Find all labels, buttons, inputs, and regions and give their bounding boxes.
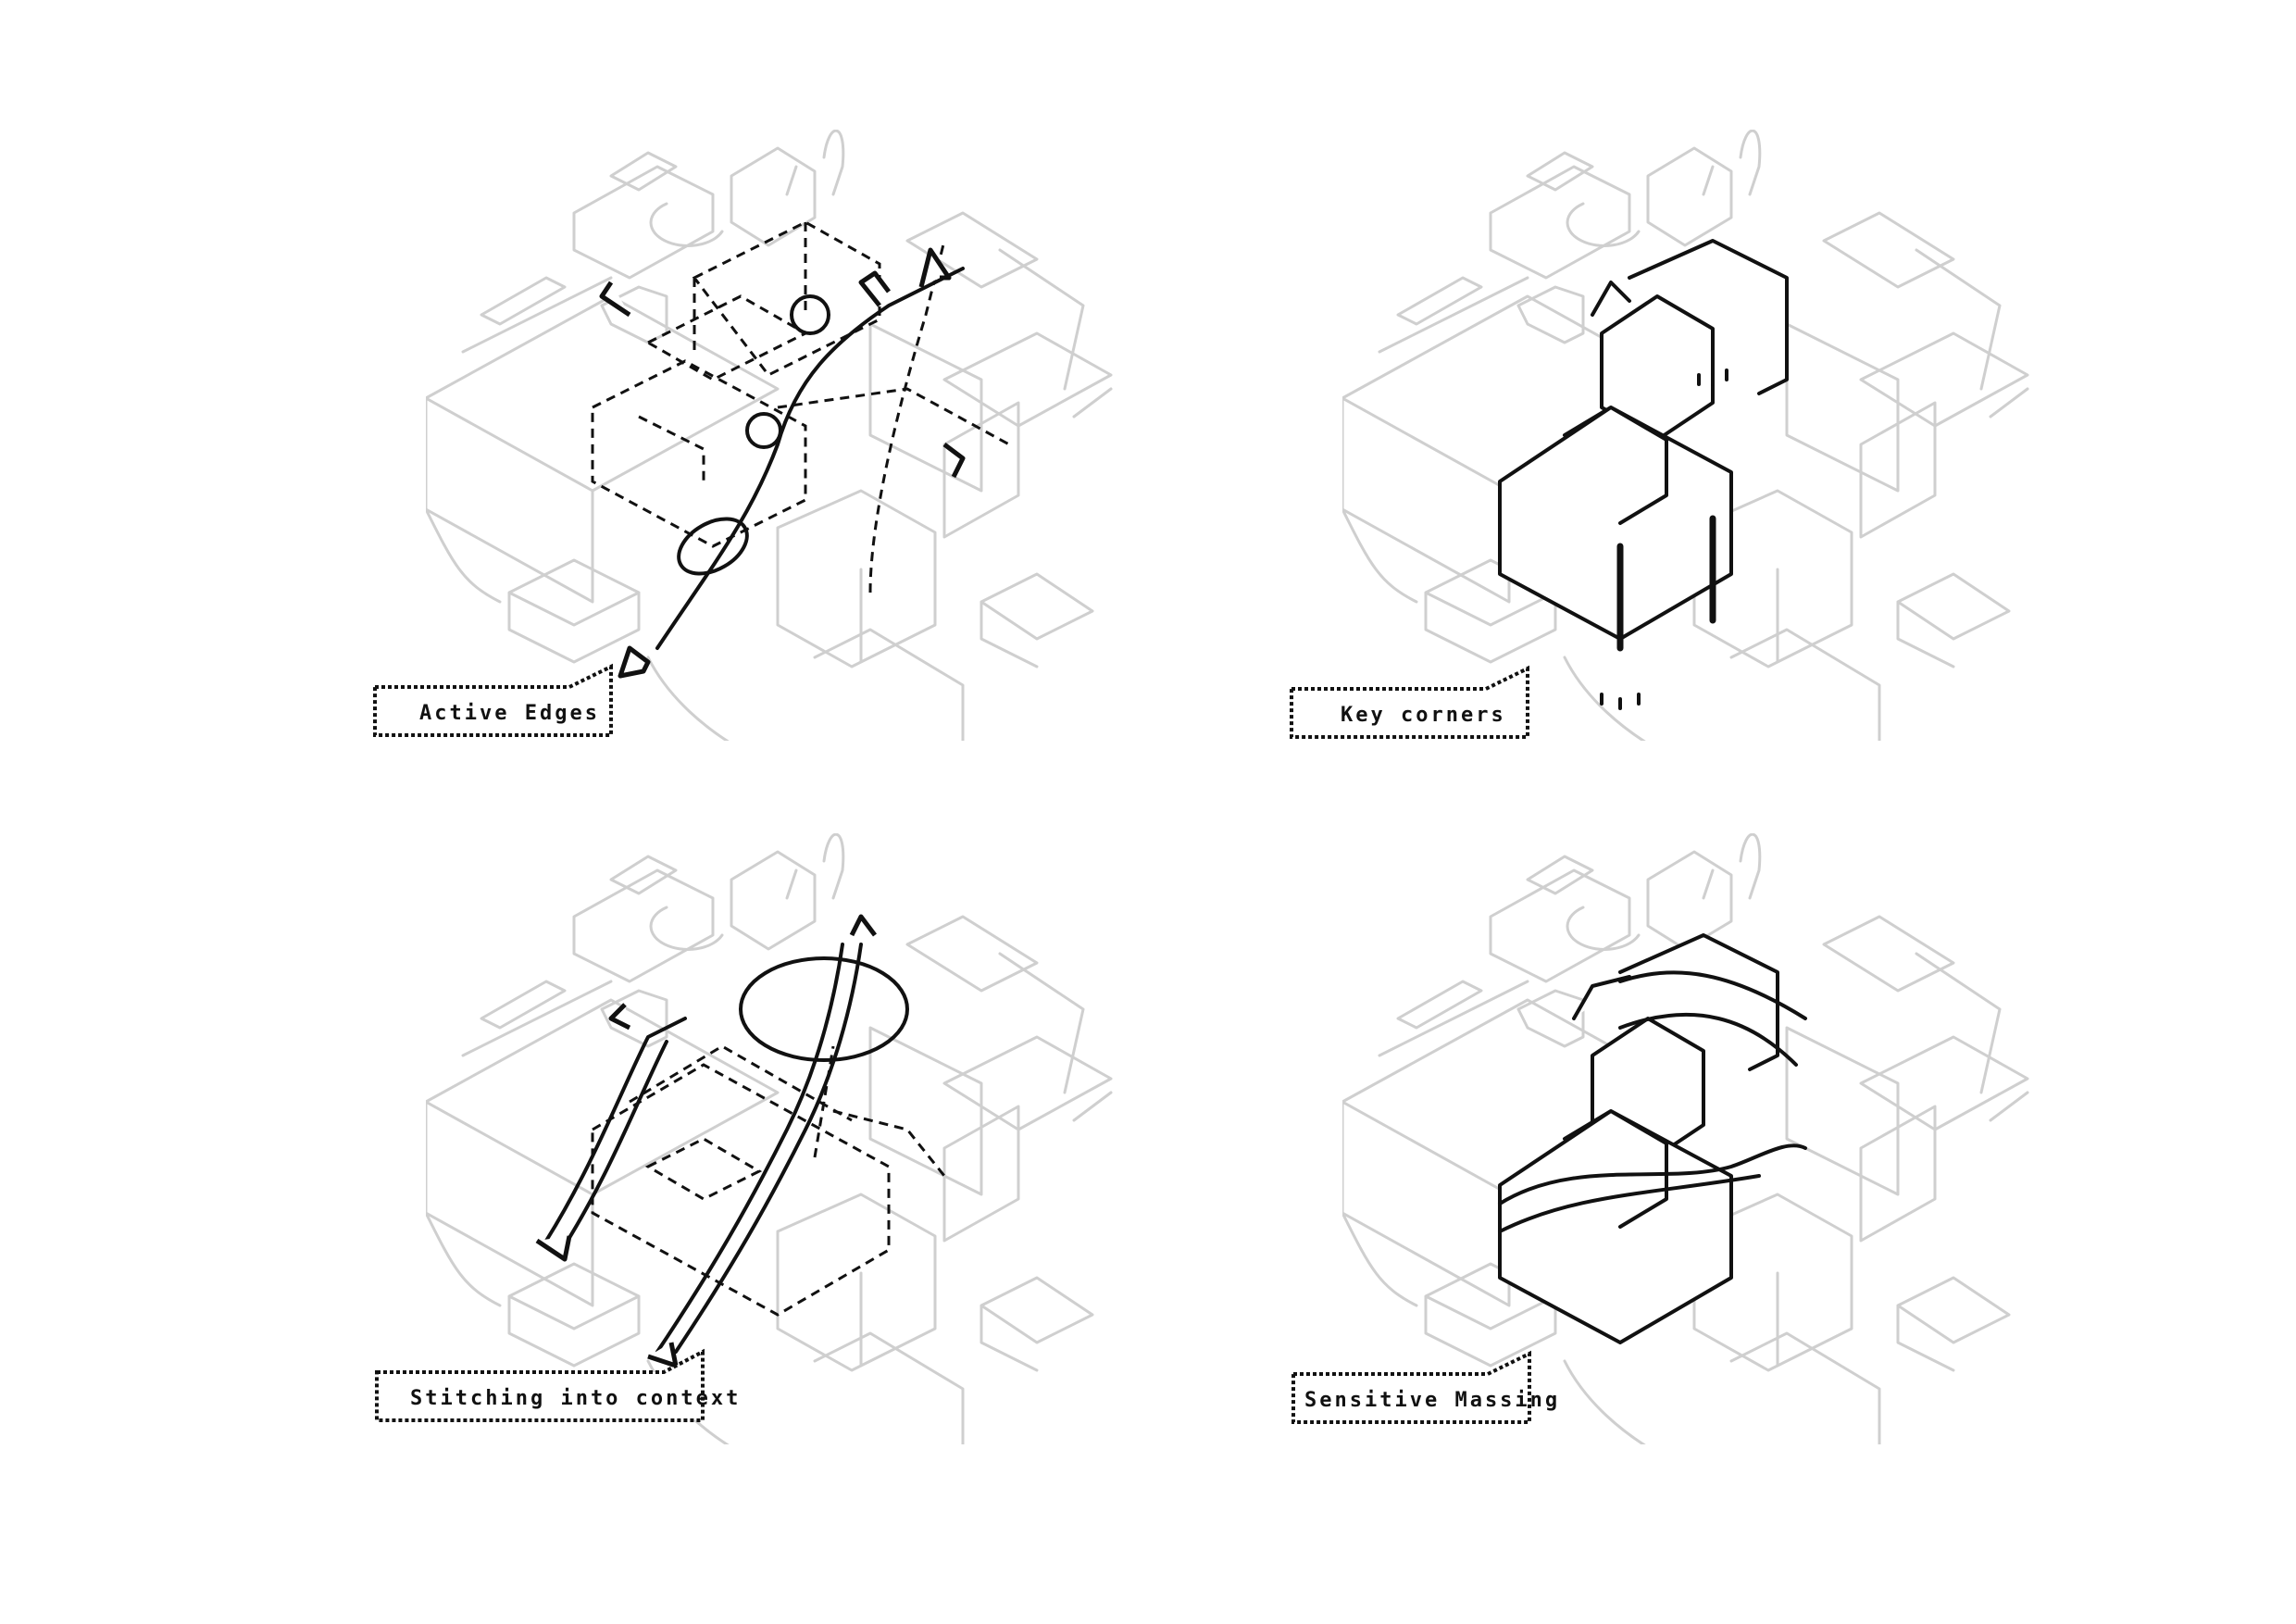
diagram-stitching-into-context: Stitching into context [375, 833, 1352, 1537]
callout-box [373, 663, 613, 737]
active-edges-sketch [426, 130, 1113, 741]
key-corners-sketch [1342, 130, 2029, 741]
sensitive-massing-sketch [1342, 833, 2029, 1444]
panel-label: Sensitive Massing [1304, 1389, 1561, 1412]
callout-box [375, 1348, 705, 1422]
diagram-sensitive-massing: Sensitive Massing [1292, 833, 2268, 1537]
diagram-active-edges: Active Edges [373, 130, 1352, 833]
callout-box [1290, 665, 1529, 739]
callout-box [1292, 1350, 1531, 1424]
label-box-active-edges: Active Edges [373, 663, 616, 737]
label-box-key-corners: Key corners [1290, 665, 1532, 739]
label-box-sensitive-massing: Sensitive Massing [1292, 1350, 1557, 1424]
label-box-stitching: Stitching into context [375, 1348, 738, 1422]
diagram-key-corners: Key corners [1290, 130, 2268, 833]
panel-label: Key corners [1341, 704, 1506, 727]
panel-label: Stitching into context [410, 1387, 742, 1410]
panel-label: Active Edges [419, 702, 600, 725]
